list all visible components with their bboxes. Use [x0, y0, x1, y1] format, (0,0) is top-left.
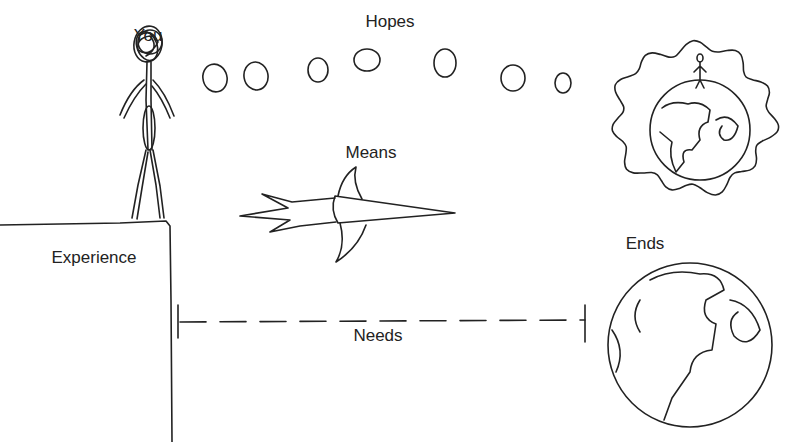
rocket-drawing — [240, 167, 455, 262]
ends-globe — [608, 263, 772, 427]
hopes-label: Hopes — [365, 13, 414, 32]
dream-cloud — [612, 41, 778, 195]
figure-label: You — [134, 27, 163, 46]
hoped-globe — [650, 54, 750, 180]
cloud-outline — [612, 41, 778, 195]
experience-label: Experience — [51, 249, 136, 268]
needs-label: Needs — [353, 327, 402, 346]
hope-bubbles — [200, 49, 571, 95]
stick-figure — [120, 24, 174, 219]
means-label: Means — [345, 144, 396, 163]
ends-label: Ends — [626, 235, 665, 254]
cliff-edge — [0, 221, 172, 442]
